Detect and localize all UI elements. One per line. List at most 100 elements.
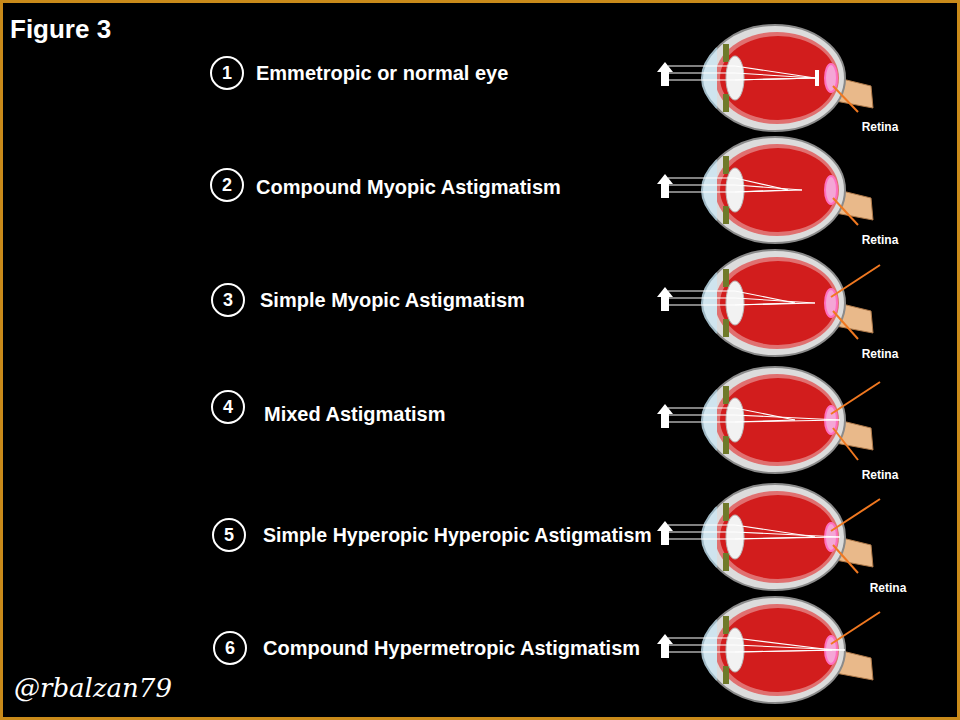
callout-number: 3 xyxy=(223,291,233,309)
light-ray xyxy=(668,524,735,525)
cornea xyxy=(702,620,717,680)
light-ray xyxy=(735,78,815,80)
number-circle: 6 xyxy=(213,631,247,665)
choroid xyxy=(715,491,839,583)
eye-diagram xyxy=(657,137,873,243)
retina-label: Retina xyxy=(870,581,907,595)
leader-line xyxy=(833,428,858,460)
iris xyxy=(723,436,729,454)
sclera xyxy=(705,25,845,131)
leader-line xyxy=(833,86,858,112)
leader-line xyxy=(831,612,880,644)
iris xyxy=(723,319,729,337)
light-ray xyxy=(735,298,815,303)
watermark: @rbalzan79 xyxy=(14,673,172,703)
iris xyxy=(723,553,729,571)
leader-line xyxy=(833,545,858,573)
choroid xyxy=(715,32,839,124)
light-ray xyxy=(668,65,735,66)
eye-diagram xyxy=(657,25,873,131)
light-ray xyxy=(668,72,735,73)
eye-diagram xyxy=(657,484,873,590)
vitreous xyxy=(720,261,836,345)
condition-label: Compound Myopic Astigmatism xyxy=(256,176,561,199)
light-ray xyxy=(668,414,735,415)
choroid xyxy=(715,144,839,236)
lens xyxy=(726,56,744,100)
object-arrow xyxy=(657,404,673,428)
iris xyxy=(723,94,729,112)
retina-label: Retina xyxy=(862,468,899,482)
vitreous xyxy=(720,36,836,120)
sclera xyxy=(705,137,845,243)
light-ray xyxy=(735,420,840,422)
light-ray xyxy=(668,79,735,80)
light-ray xyxy=(668,184,735,185)
retina-label: Retina xyxy=(862,347,899,361)
light-ray xyxy=(668,644,735,645)
light-ray xyxy=(735,415,840,420)
light-ray xyxy=(668,538,735,539)
leader-line xyxy=(833,311,858,339)
callout-number: 1 xyxy=(222,64,232,82)
condition-label: Compound Hypermetropic Astigmatism xyxy=(263,637,640,660)
leader-line xyxy=(831,265,880,297)
light-ray xyxy=(735,185,802,190)
figure-title: Figure 3 xyxy=(10,14,111,45)
callout-number: 4 xyxy=(223,398,233,416)
retina-label: Retina xyxy=(862,120,899,134)
light-ray xyxy=(668,531,735,532)
number-circle: 5 xyxy=(212,518,246,552)
light-ray xyxy=(735,66,815,78)
light-ray xyxy=(735,190,802,192)
retina-label: Retina xyxy=(862,233,899,247)
object-arrow xyxy=(657,287,673,311)
object-arrow xyxy=(657,62,673,86)
light-ray xyxy=(735,78,815,80)
light-ray xyxy=(735,532,840,537)
choroid xyxy=(715,257,839,349)
sclera xyxy=(705,484,845,590)
eye-diagram xyxy=(657,597,873,703)
cornea xyxy=(702,273,717,333)
cornea xyxy=(702,390,717,450)
leader-line xyxy=(833,198,858,225)
number-circle: 1 xyxy=(210,56,244,90)
condition-label: Emmetropic or normal eye xyxy=(256,62,508,85)
lens xyxy=(726,168,744,212)
leader-line xyxy=(831,382,880,414)
object-arrow xyxy=(657,174,673,198)
iris xyxy=(723,206,729,224)
light-ray xyxy=(668,290,735,291)
eye-diagram xyxy=(657,250,873,356)
object-arrow xyxy=(657,634,673,658)
light-ray xyxy=(668,407,735,408)
lens xyxy=(726,628,744,672)
callout-number: 6 xyxy=(225,639,235,657)
light-ray xyxy=(735,645,845,650)
light-ray xyxy=(735,408,795,420)
cornea xyxy=(702,160,717,220)
light-ray xyxy=(668,177,735,178)
lens xyxy=(726,515,744,559)
iris xyxy=(723,616,729,634)
light-ray xyxy=(735,650,845,652)
light-ray xyxy=(735,537,840,539)
choroid xyxy=(715,374,839,466)
image xyxy=(815,70,819,86)
vitreous xyxy=(720,148,836,232)
condition-label: Mixed Astigmatism xyxy=(264,403,446,426)
condition-label: Simple Hyperopic Hyperopic Astigmatism xyxy=(263,524,652,547)
light-ray xyxy=(668,297,735,298)
light-ray xyxy=(668,637,735,638)
iris xyxy=(723,44,729,62)
light-ray xyxy=(735,303,815,305)
iris xyxy=(723,666,729,684)
light-ray xyxy=(668,304,735,305)
cornea xyxy=(702,507,717,567)
lens xyxy=(726,281,744,325)
callout-number: 5 xyxy=(224,526,234,544)
eye-diagram xyxy=(657,367,873,473)
